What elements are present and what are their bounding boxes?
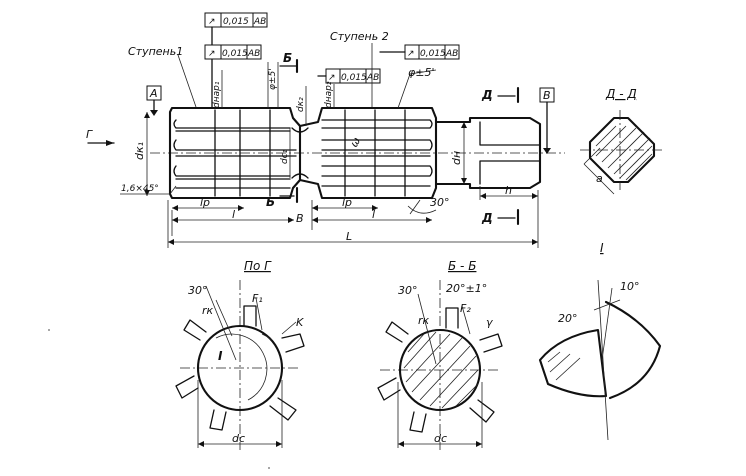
svg-text:Д - Д: Д - Д [605, 87, 637, 101]
section-b-label-top: Б [283, 51, 292, 65]
svg-text:20°±1°: 20°±1° [446, 282, 487, 295]
svg-text:l: l [232, 208, 235, 221]
view-po-g: По Г dс 30° rк F₁ K I [175, 259, 305, 450]
tolerance-frame-2: ↗ 0,015 АВ [204, 44, 262, 60]
dim-phi-1: φ±5' [267, 62, 279, 108]
svg-text:↗: ↗ [208, 49, 216, 59]
svg-text:1,6×45°: 1,6×45° [121, 184, 159, 194]
svg-text:АВ: АВ [253, 17, 266, 27]
svg-text:F₂: F₂ [460, 302, 471, 315]
shank-contour [434, 116, 542, 190]
step2-label: Ступень 2 [330, 30, 389, 43]
step2-teeth [321, 109, 433, 197]
svg-text:30°: 30° [188, 284, 208, 297]
svg-text:lр: lр [342, 196, 352, 209]
omega-label: ω [347, 135, 363, 149]
svg-text:K: K [296, 316, 304, 329]
svg-text:dнар₂: dнар₂ [324, 81, 334, 108]
svg-text:dк₁: dк₁ [133, 142, 146, 160]
svg-text:0,015: 0,015 [420, 49, 446, 59]
svg-text:↗: ↗ [407, 49, 415, 59]
svg-text:↗: ↗ [328, 73, 336, 83]
step1-leader [177, 54, 197, 108]
svg-text:30°: 30° [430, 196, 450, 209]
svg-text:A: A [149, 87, 158, 100]
datum-a: A [146, 85, 162, 116]
svg-text:dн: dн [450, 151, 463, 165]
detail-i: I 20° 10° [538, 241, 662, 441]
svg-text:l: l [372, 208, 375, 221]
svg-text:L: L [346, 230, 352, 243]
tolerance-frame-3: ↗ 0,015 АВ [317, 68, 381, 84]
svg-text:Б - Б: Б - Б [448, 259, 476, 273]
svg-text:dк₂: dк₂ [296, 97, 306, 112]
svg-text:10°: 10° [620, 280, 640, 293]
svg-text:dс: dс [434, 432, 447, 445]
dim-d-k1: dк₁ [133, 112, 150, 196]
svg-text:lр: lр [200, 196, 210, 209]
svg-text:0,015: 0,015 [222, 49, 248, 59]
dim-d-c1: dс₁ [280, 128, 291, 178]
datum-v: В [539, 87, 555, 154]
dim-phi-2: φ±5' [397, 66, 437, 109]
main-view [87, 58, 565, 226]
section-d-label-top: Д [481, 88, 493, 102]
svg-text:В: В [543, 89, 551, 102]
step2-contour [298, 106, 438, 200]
svg-text:0,015: 0,015 [341, 73, 367, 83]
dim-l-r2: lр [311, 196, 378, 230]
tolerance-frame-4: ↗ 0,015 АВ [379, 44, 460, 60]
svg-text:φ±5': φ±5' [268, 68, 278, 90]
dim-d-nar2: dнар₂ [324, 81, 335, 108]
shank-slot-bottom [479, 160, 541, 185]
svg-text:γ: γ [486, 316, 493, 329]
svg-text:30°: 30° [398, 284, 418, 297]
section-b-label-bottom: Б [266, 195, 275, 209]
svg-text:rк: rк [202, 304, 214, 317]
dim-l1: l [172, 208, 294, 223]
neck-top [291, 127, 309, 133]
svg-text:dс: dс [232, 432, 245, 445]
dim-l-r1: lр [171, 196, 244, 236]
svg-text:h: h [505, 184, 512, 197]
step1-teeth [173, 109, 297, 197]
svg-text:dс₁: dс₁ [280, 149, 290, 164]
dim-l2: l [312, 208, 432, 223]
svg-text:F₁: F₁ [252, 292, 263, 305]
svg-text:АВ: АВ [366, 73, 379, 83]
svg-text:φ±5': φ±5' [408, 66, 435, 79]
dim-d-n: dн [450, 122, 467, 184]
dim-d-nar1: dнар₁ [212, 70, 223, 108]
svg-text:dнар₁: dнар₁ [212, 81, 222, 108]
svg-text:АВ: АВ [247, 49, 260, 59]
svg-text:По Г: По Г [244, 259, 272, 273]
dim-30-shank: 30° [407, 196, 450, 215]
tolerance-frame-1: ↗ 0,015 АВ [204, 12, 268, 109]
view-g-arrowhead [106, 140, 114, 146]
dim-L: L [167, 190, 539, 248]
svg-text:АВ: АВ [445, 49, 458, 59]
svg-text:a: a [596, 172, 603, 185]
section-b-b: Б - Б dс 30° rк 20°±1 [377, 259, 503, 450]
svg-text:0,015: 0,015 [223, 17, 249, 27]
svg-text:20°: 20° [558, 312, 578, 325]
svg-text:I: I [600, 241, 604, 255]
svg-text:↗: ↗ [208, 17, 216, 27]
datum-v-label-bottom: В [296, 212, 304, 225]
shank-slot-top [479, 121, 541, 146]
section-d-d: Д - Д a [580, 87, 664, 195]
svg-text:I: I [218, 349, 223, 363]
neck-bottom [291, 173, 309, 179]
dim-h: h [479, 184, 538, 200]
step1-label: Ступень1 [128, 45, 183, 58]
view-g-label: Г [86, 128, 93, 141]
section-d-label-bottom: Д [481, 211, 493, 225]
dim-chamfer: 1,6×45° [120, 184, 177, 195]
dim-d-k2: dк₂ [296, 86, 307, 126]
svg-text:rк: rк [418, 314, 430, 327]
